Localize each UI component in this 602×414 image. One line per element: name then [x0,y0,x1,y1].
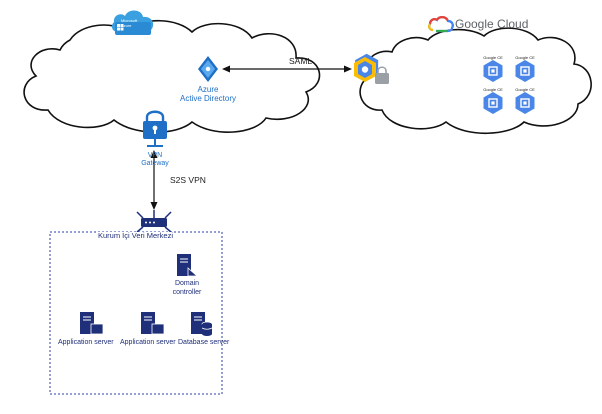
domain-controller-label-line2: controller [172,289,202,296]
compute-engine-icon [483,60,503,82]
gcp-cloud-shape [359,27,592,135]
server-icon [80,312,104,335]
gcp-iam-inner [354,57,376,82]
saml-label: SAML [289,56,313,66]
compute-engine-icon [515,60,535,82]
s2s-vpn-label: S2S VPN [170,175,206,185]
compute-engine-label: Google CE [483,55,503,60]
database-icon [191,312,213,336]
server-icon [141,312,165,335]
app-server-1-label: Application server [58,339,114,346]
azure-logo-text-2: Azure [121,22,132,28]
compute-engine-label: Google CE [515,87,535,92]
aad-label-line1: Azure [197,85,219,94]
azure-cloud-shape [23,20,321,134]
lock-icon [375,66,389,84]
vpn-gateway-label-line1: VPN [147,152,163,159]
azure-cloud-logo-icon [111,10,154,35]
compute-engine-label: Google CE [515,55,535,60]
s2s-vpn-connector [150,150,158,210]
compute-engine-icon [483,92,503,114]
app-server-2-label: Application server [120,339,176,346]
domain-controller-server-icon [177,254,199,277]
google-cloud-brand-text: Google Cloud [455,17,529,31]
datacenter-title: Kurum İçi Veri Merkezi [97,231,175,241]
router-icon [136,210,172,233]
database-server-label: Database server [178,339,230,346]
vpn-gateway-lock-icon [143,110,167,147]
aad-label-line2: Active Directory [179,94,236,103]
saml-connector [222,65,352,73]
compute-engine-label: Google CE [483,87,503,92]
azure-logo-text-1: Microsoft [121,17,138,23]
vpn-gateway-label-line2: Gateway [141,160,169,167]
domain-controller-label-line1: Domain [174,280,200,287]
compute-engine-icon [515,92,535,114]
google-cloud-logo-icon [428,16,454,33]
azure-ad-icon [198,56,218,82]
